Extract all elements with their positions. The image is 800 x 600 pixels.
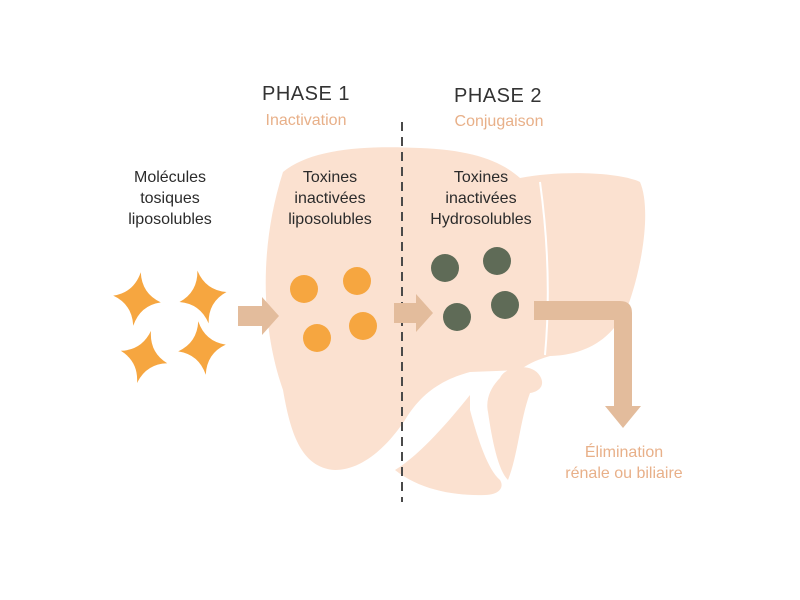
liver-fissure — [539, 181, 549, 356]
label-line: liposolubles — [128, 211, 212, 228]
inactivated-lipo-label: Toxines inactivées liposolubles — [268, 167, 392, 230]
label-line: inactivées — [445, 190, 517, 207]
label-line: rénale ou biliaire — [565, 465, 683, 482]
phase1-title: PHASE 1 — [262, 83, 350, 105]
toxin-dot — [290, 275, 318, 303]
liver-lower-lobe — [395, 395, 502, 496]
elimination-arrow-icon — [534, 301, 641, 428]
label-line: tosiques — [140, 190, 200, 207]
conjugated-dot — [443, 303, 471, 331]
elimination-label: Élimination rénale ou biliaire — [548, 442, 700, 484]
lipo-molecules-label: Molécules tosiques liposolubles — [110, 167, 230, 230]
label-line: Toxines — [302, 169, 358, 186]
toxin-star-icon — [113, 272, 161, 326]
conjugated-dot — [483, 247, 511, 275]
label-line: Élimination — [584, 444, 664, 461]
label-line: Hydrosolubles — [430, 211, 532, 228]
toxin-star-icon — [120, 330, 168, 384]
toxin-star-icon — [178, 321, 226, 375]
label-line: Toxines — [453, 169, 509, 186]
label-line: Molécules — [133, 169, 207, 186]
inactivated-hydro-label: Toxines inactivées Hydrosolubles — [414, 167, 548, 230]
phase2-title: PHASE 2 — [454, 85, 542, 107]
toxin-star-icon — [179, 270, 227, 324]
arrow-to-phase1-icon — [238, 297, 279, 335]
toxin-dot — [303, 324, 331, 352]
phase2-subtitle: Conjugaison — [454, 113, 544, 130]
arrow-to-phase2-icon — [394, 294, 433, 332]
conjugated-dot — [431, 254, 459, 282]
conjugated-dot — [491, 291, 519, 319]
inactivated-lipo-toxins — [290, 267, 377, 352]
toxin-dot — [343, 267, 371, 295]
conjugated-toxins — [431, 247, 519, 331]
liver-fissure-lower — [468, 374, 502, 479]
label-line: inactivées — [294, 190, 366, 207]
lipophilic-toxins — [113, 270, 227, 384]
phase1-subtitle: Inactivation — [265, 112, 347, 129]
liver-hook — [487, 367, 543, 480]
toxin-dot — [349, 312, 377, 340]
label-line: liposolubles — [288, 211, 372, 228]
